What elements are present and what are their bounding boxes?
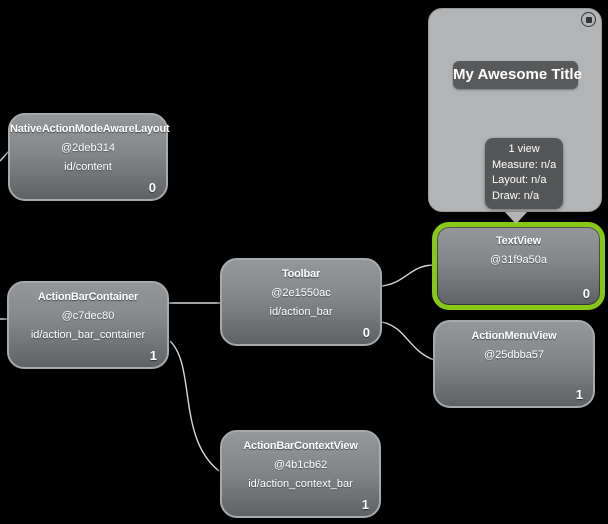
node-address: @c7dec80 — [61, 310, 115, 322]
child-count-badge: 1 — [361, 497, 369, 512]
child-count-badge: 0 — [148, 180, 156, 195]
node-class-name: ActionMenuView — [471, 330, 557, 342]
child-count-badge: 1 — [575, 387, 583, 402]
node-toolbar[interactable]: Toolbar @2e1550ac id/action_bar 0 — [220, 258, 382, 346]
preview-panel: My Awesome Title 1 view Measure: n/a Lay… — [428, 8, 602, 224]
tooltip-measure-time: Measure: n/a — [492, 158, 557, 171]
tooltip-draw-time: Draw: n/a — [492, 189, 540, 202]
node-address: @31f9a50a — [489, 254, 548, 266]
node-class-name: ActionBarContextView — [243, 440, 358, 452]
child-count-badge: 1 — [149, 348, 157, 363]
node-action-bar-container[interactable]: ActionBarContainer @c7dec80 id/action_ba… — [7, 281, 169, 369]
connection-line — [169, 340, 220, 472]
connection-line — [0, 150, 10, 162]
node-native-action-mode-aware-layout[interactable]: NativeActionModeAwareLayout @2deb314 id/… — [8, 113, 170, 201]
connection-line — [381, 264, 434, 287]
node-address: @4b1cb62 — [273, 459, 328, 471]
node-address: @2deb314 — [61, 142, 115, 154]
node-class-name: TextView — [495, 235, 542, 247]
node-action-menu-view[interactable]: ActionMenuView @25dbba57 1 — [433, 320, 595, 408]
node-class-name: ActionBarContainer — [37, 291, 139, 303]
node-view-id: id/action_bar — [269, 306, 333, 318]
node-class-name: NativeActionModeAwareLayout — [10, 123, 170, 135]
node-stats-tooltip: 1 view Measure: n/a Layout: n/a Draw: n/… — [485, 138, 564, 209]
node-address: @2e1550ac — [271, 287, 331, 299]
node-view-id: id/content — [64, 161, 112, 173]
node-view-id: id/action_bar_container — [30, 329, 146, 341]
node-address: @25dbba57 — [483, 349, 545, 361]
stop-square-icon[interactable] — [581, 12, 596, 27]
child-count-badge: 0 — [582, 286, 590, 301]
connection-line — [381, 321, 435, 361]
tooltip-view-count: 1 view — [508, 143, 540, 155]
tooltip-layout-time: Layout: n/a — [492, 174, 547, 186]
panel-pointer-arrow — [505, 212, 527, 224]
node-class-name: Toolbar — [281, 268, 321, 280]
node-action-bar-context-view[interactable]: ActionBarContextView @4b1cb62 id/action_… — [220, 430, 381, 518]
node-text-view[interactable]: TextView @31f9a50a 0 — [432, 222, 605, 310]
child-count-badge: 0 — [362, 325, 370, 340]
preview-title-text: My Awesome Title — [453, 61, 582, 89]
node-view-id: id/action_context_bar — [248, 478, 353, 490]
